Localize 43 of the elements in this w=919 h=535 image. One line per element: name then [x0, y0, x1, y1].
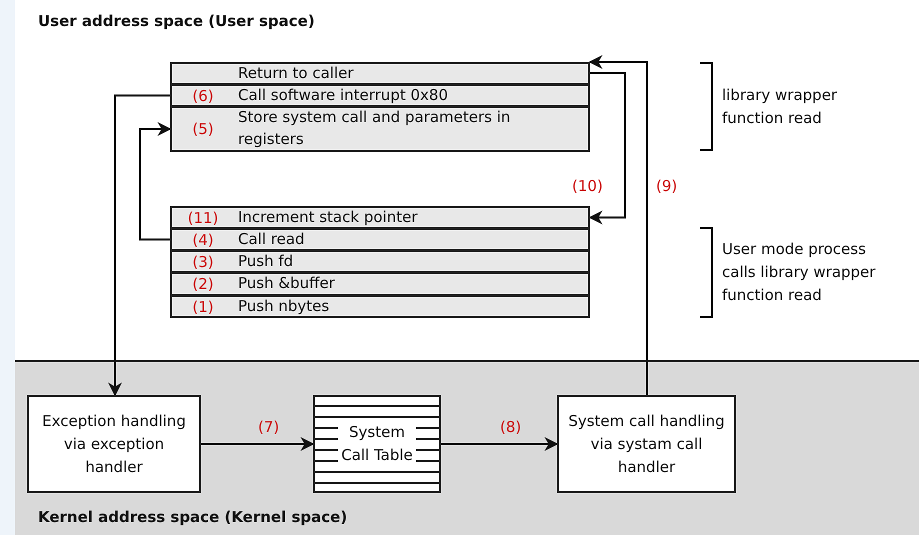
step-text: Push &buffer	[238, 273, 336, 294]
arrow	[588, 55, 648, 395]
step-text: Store system call and parameters in registers	[238, 107, 512, 150]
step-text: Increment stack pointer	[238, 207, 418, 228]
user-space-panel	[15, 0, 919, 362]
stack-row	[170, 228, 590, 251]
stack-row	[170, 295, 590, 318]
stack-row	[170, 272, 590, 296]
stack-row	[170, 250, 590, 273]
edge-label: (7)	[258, 418, 280, 436]
step-number: (11)	[186, 208, 220, 226]
arrow	[201, 437, 314, 451]
step-text: Return to caller	[238, 63, 355, 84]
bracket-note: library wrapper function read	[722, 85, 838, 129]
arrow	[588, 72, 626, 224]
edge-label: (8)	[500, 418, 522, 436]
step-number: (5)	[191, 120, 215, 138]
edge-label: (10)	[572, 177, 603, 195]
panel-title: User address space (User space)	[38, 12, 315, 30]
stack-row	[170, 106, 590, 152]
stack-row	[170, 62, 590, 85]
step-number: (4)	[191, 230, 215, 248]
process-box	[557, 395, 736, 493]
box-text: System call handling via systam call handler	[567, 410, 726, 478]
step-number: (1)	[191, 298, 215, 316]
stack-row	[170, 206, 590, 229]
step-text: Call read	[238, 229, 306, 250]
arrow	[139, 122, 172, 240]
step-number: (6)	[191, 86, 215, 104]
panel-title: Kernel address space (Kernel space)	[38, 508, 348, 526]
bracket-note: User mode process calls library wrapper function read	[722, 239, 876, 306]
step-text: Push fd	[238, 251, 294, 272]
box-text: Exception handling via exception handler	[41, 410, 187, 478]
arrow	[441, 437, 558, 451]
arrow	[108, 94, 170, 396]
step-text: Push nbytes	[238, 296, 330, 317]
process-box	[27, 395, 201, 493]
edge-label: (9)	[656, 177, 678, 195]
kernel-space-panel	[15, 362, 919, 535]
step-number: (2)	[191, 275, 215, 293]
step-number: (3)	[191, 252, 215, 270]
step-text: Call software interrupt 0x80	[238, 85, 449, 106]
stack-row	[170, 84, 590, 107]
